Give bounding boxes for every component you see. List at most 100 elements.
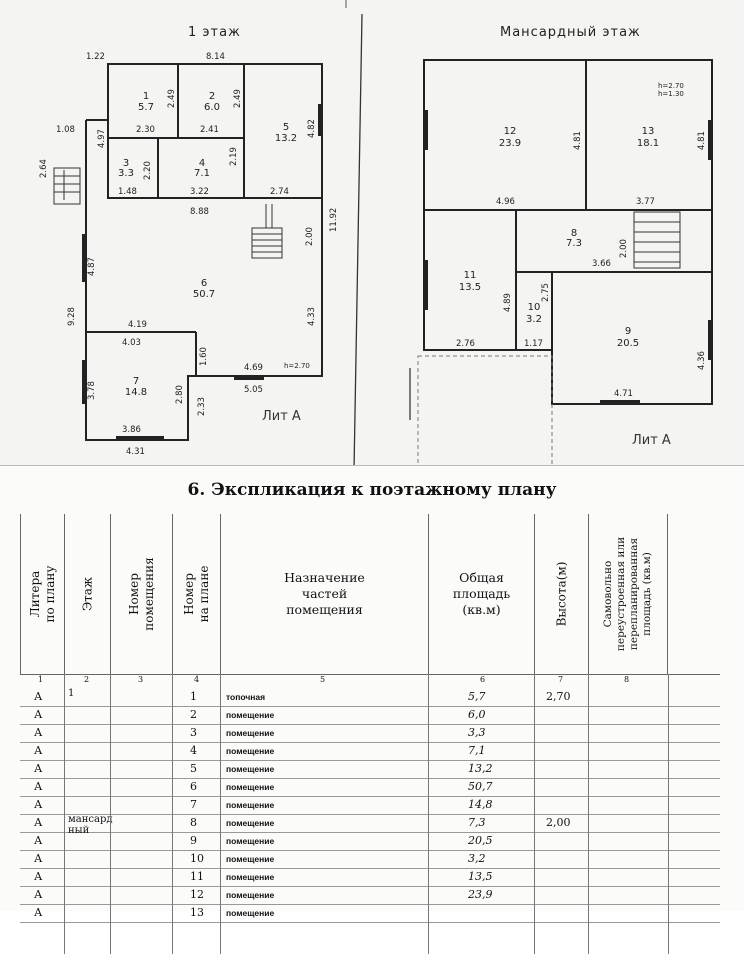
attic-windows — [424, 110, 712, 404]
dimension-label: 2.00 — [619, 239, 629, 258]
room-num: 3 — [123, 158, 129, 169]
cell-floor — [68, 796, 108, 814]
cell-num: 4 — [190, 744, 197, 757]
dimension-label: 2.49 — [233, 89, 243, 108]
col-number: 7 — [558, 675, 564, 684]
cell-num: 7 — [190, 798, 197, 811]
header-label: Назначение частей помещения — [284, 570, 365, 617]
cell-floor: 1 — [68, 688, 75, 699]
cell-area: 50,7 — [468, 780, 493, 793]
cell-area: 5,7 — [468, 690, 486, 703]
cell-floor — [68, 742, 108, 760]
dimension-label: 2.49 — [167, 89, 177, 108]
room-area: 6.0 — [204, 102, 220, 113]
cell-purpose: помещение — [226, 800, 275, 810]
cell-purpose: помещение — [226, 710, 275, 720]
room-num: 8 — [571, 228, 577, 239]
cell-purpose: помещение — [226, 908, 275, 918]
cell-area: 13,5 — [468, 870, 493, 883]
attic-stairs — [633, 211, 681, 269]
floor1-windows — [82, 104, 322, 440]
cell-floor — [68, 706, 108, 724]
cell-lit: А — [34, 690, 43, 703]
dimension-label: 2.30 — [136, 125, 155, 135]
cell-purpose: помещение — [226, 818, 275, 828]
room-area: 13.2 — [275, 133, 297, 144]
floor1-lit: Лит А — [262, 409, 301, 424]
cell-floor — [68, 760, 108, 778]
dimension-label: 3.86 — [122, 425, 141, 435]
col-number: 6 — [480, 675, 486, 684]
dimension-label: 8.14 — [206, 52, 225, 62]
header-cell: Этаж — [64, 514, 110, 674]
cell-lit: А — [34, 798, 43, 811]
header-label: Общая площадь (кв.м) — [452, 570, 511, 617]
cell-num: 12 — [190, 888, 204, 901]
dimension-label: 1.08 — [56, 125, 75, 135]
col-number: 1 — [38, 675, 44, 684]
cell-purpose: помещение — [226, 728, 275, 738]
dimension-label: 4.81 — [573, 131, 583, 150]
column-rule — [428, 674, 429, 954]
cell-floor — [68, 724, 108, 742]
header-label: Номер на плане — [181, 565, 211, 623]
cell-area: 6,0 — [468, 708, 486, 721]
column-rule — [668, 674, 669, 954]
dimension-label: 4.03 — [122, 338, 141, 348]
cell-num: 9 — [190, 834, 197, 847]
cell-lit: А — [34, 708, 43, 721]
dimension-label: 2.41 — [200, 125, 219, 135]
cell-purpose: помещение — [226, 746, 275, 756]
dimension-label: 5.05 — [244, 385, 263, 395]
header-cell: Номер на плане — [172, 514, 220, 674]
height-note: h=2.70 — [284, 362, 310, 370]
header-cell: Самовольно переустроенная или перепланир… — [588, 514, 668, 674]
room-area: 3.2 — [526, 314, 542, 325]
height-note: h=1.30 — [658, 90, 684, 98]
dimension-label: 4.69 — [244, 363, 263, 373]
dimension-label: 8.88 — [190, 207, 209, 217]
room-num: 13 — [642, 126, 655, 137]
dimension-label: 1.48 — [118, 187, 137, 197]
column-rule — [172, 674, 173, 954]
dimension-label: 2.19 — [229, 147, 239, 166]
cell-purpose: помещение — [226, 836, 275, 846]
cell-height: 2,00 — [546, 816, 571, 829]
room-area: 5.7 — [138, 102, 154, 113]
room-num: 10 — [528, 302, 541, 313]
cell-purpose: помещение — [226, 854, 275, 864]
attic-room-labels: 12 23.9 13 18.1 8 7.3 11 13.5 10 3.2 9 2… — [459, 126, 659, 349]
cell-lit: А — [34, 816, 43, 829]
floor-plans-drawing: 1 этаж Мансардный этаж — [39, 0, 713, 471]
room-area: 20.5 — [617, 338, 639, 349]
floor1-room-labels: 1 5.7 2 6.0 3 3.3 4 7.1 5 13.2 6 50.7 7 … — [118, 91, 297, 398]
cell-area: 20,5 — [468, 834, 493, 847]
cell-purpose: помещение — [226, 890, 275, 900]
col-number: 8 — [624, 675, 630, 684]
dimension-label: 1.60 — [199, 347, 209, 366]
cell-num: 6 — [190, 780, 197, 793]
dimension-label: 4.71 — [614, 389, 633, 399]
cell-area: 3,2 — [468, 852, 486, 865]
header-label: Этаж — [80, 576, 94, 612]
cell-lit: А — [34, 888, 43, 901]
dimension-label: 3.22 — [190, 187, 209, 197]
cell-area: 13,2 — [468, 762, 493, 775]
col-number: 2 — [84, 675, 90, 684]
cell-lit: А — [34, 906, 43, 919]
cell-num: 8 — [190, 816, 197, 829]
header-cell: Назначение частей помещения — [220, 514, 428, 674]
dimension-label: 11.92 — [329, 208, 339, 232]
cell-purpose: помещение — [226, 782, 275, 792]
dimension-label: 9.28 — [67, 307, 77, 326]
cell-lit: А — [34, 870, 43, 883]
dimension-label: 3.77 — [636, 197, 655, 207]
column-rule — [64, 674, 65, 954]
cell-purpose: помещение — [226, 764, 275, 774]
header-cell: Номер помещения — [110, 514, 172, 674]
dimension-label: 4.97 — [97, 129, 107, 148]
room-num: 12 — [504, 126, 517, 137]
floor1-stairs — [53, 167, 283, 259]
